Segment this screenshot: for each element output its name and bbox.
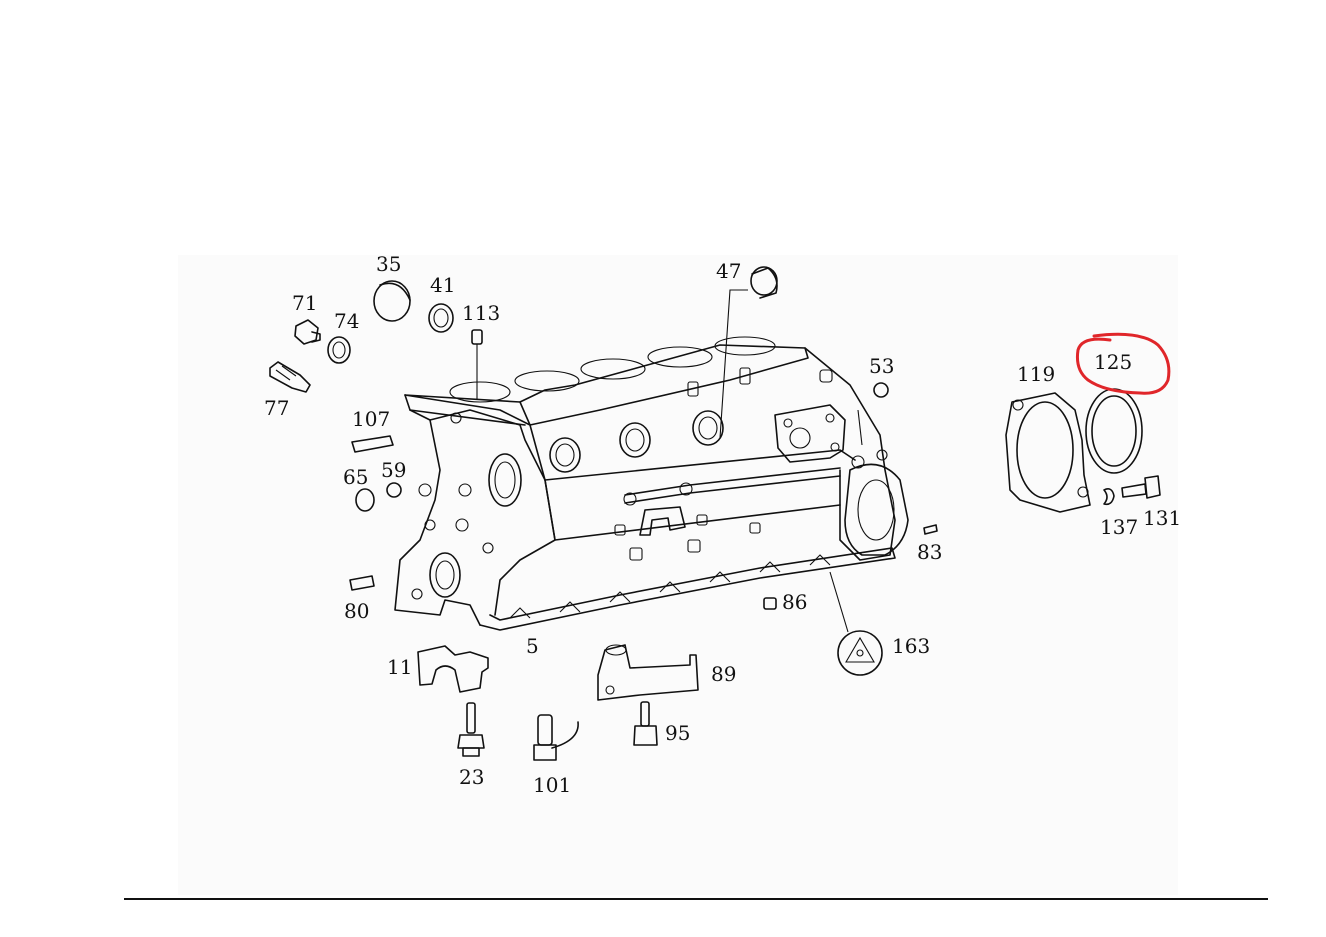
part-80-pin — [349, 575, 375, 591]
part-11-bearing-cap — [417, 645, 489, 693]
label-83: 83 — [917, 540, 942, 564]
label-59: 59 — [381, 458, 406, 482]
part-74-washer — [327, 336, 351, 364]
label-163: 163 — [892, 634, 930, 658]
label-95: 95 — [665, 721, 690, 745]
part-65-bush — [355, 488, 375, 512]
label-35: 35 — [376, 252, 401, 276]
part-47-sleeve — [719, 266, 778, 439]
part-107-pin — [351, 435, 394, 453]
label-137: 137 — [1100, 515, 1138, 539]
callout-labels: 35 41 113 47 71 74 77 107 53 119 125 65 … — [264, 252, 1181, 797]
label-101: 101 — [533, 773, 571, 797]
label-131: 131 — [1143, 506, 1181, 530]
part-83-pin — [923, 524, 938, 535]
label-11: 11 — [387, 655, 412, 679]
label-74: 74 — [334, 309, 359, 333]
label-80: 80 — [344, 599, 369, 623]
label-71: 71 — [292, 291, 317, 315]
label-89: 89 — [711, 662, 736, 686]
part-23-bolt — [457, 702, 485, 757]
label-23: 23 — [459, 765, 484, 789]
part-71-plug — [294, 319, 321, 345]
label-113: 113 — [462, 301, 500, 325]
label-65: 65 — [343, 465, 368, 489]
engine-block — [394, 336, 909, 631]
part-131-bolt — [1121, 475, 1161, 499]
part-35-cup-plug — [373, 280, 411, 322]
label-53: 53 — [869, 354, 894, 378]
part-89-pump-bracket — [597, 644, 699, 701]
part-41-ring — [428, 303, 454, 333]
label-86: 86 — [782, 590, 807, 614]
label-125: 125 — [1094, 350, 1132, 374]
part-95-bolt — [633, 701, 658, 746]
part-137-clip — [1103, 488, 1115, 506]
part-86-plug — [763, 597, 777, 610]
label-41: 41 — [430, 273, 455, 297]
part-53-ball — [873, 382, 889, 398]
part-59-ball — [386, 482, 402, 498]
part-119-seal-housing — [1005, 392, 1091, 513]
label-119: 119 — [1017, 362, 1055, 386]
part-101-oil-nozzle — [533, 714, 579, 761]
label-107: 107 — [352, 407, 390, 431]
label-47: 47 — [716, 259, 741, 283]
label-5: 5 — [526, 634, 539, 658]
label-77: 77 — [264, 396, 289, 420]
part-77-sensor — [269, 361, 311, 393]
highlight-circle — [1076, 332, 1171, 395]
part-163-cover — [829, 571, 883, 676]
part-113-dowel — [471, 329, 483, 400]
